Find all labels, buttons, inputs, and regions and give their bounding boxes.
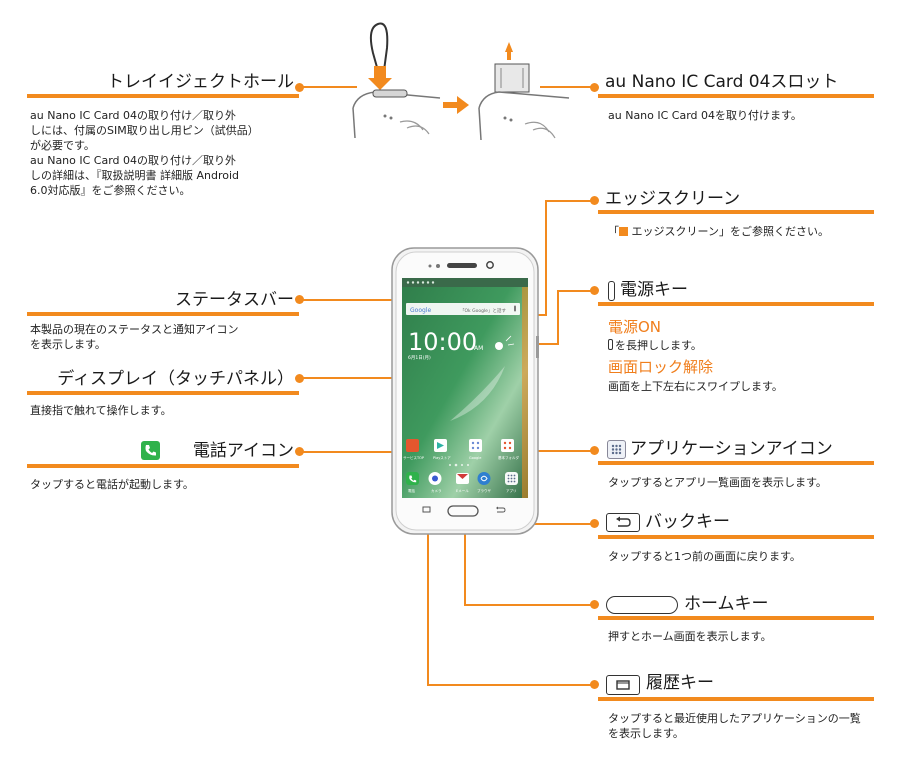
power-on-desc: を長押しします。	[608, 338, 878, 353]
leader-line	[557, 290, 559, 345]
leader-line	[536, 343, 559, 345]
power-key-title: 電源キー	[620, 280, 688, 300]
leader-line	[520, 450, 592, 452]
app-label: Google	[469, 456, 481, 460]
leader-line	[464, 520, 466, 606]
date: 6月1日(月)	[408, 355, 431, 361]
status-bar-desc: 本製品の現在のステータスと通知アイコン を表示します。	[30, 323, 239, 351]
section-bar	[598, 210, 874, 214]
recent-key-title: 履歴キー	[646, 673, 714, 693]
power-key-icon	[608, 281, 615, 301]
leader-line	[302, 451, 405, 453]
edge-screen-desc: 「 エッジスクリーン」をご参照ください。	[608, 225, 829, 238]
callout-dot	[590, 286, 599, 295]
back-key-title: バックキー	[645, 512, 730, 532]
leader-line	[502, 523, 592, 525]
nano-slot-title: au Nano IC Card 04スロット	[605, 72, 839, 92]
leader-line	[557, 290, 593, 292]
leader-line	[302, 299, 405, 301]
recent-key-icon	[606, 675, 640, 695]
callout-dot	[295, 295, 304, 304]
tray-eject-title: トレイイジェクトホール	[107, 72, 294, 92]
home-key-title: ホームキー	[684, 594, 769, 614]
leader-line	[545, 200, 593, 202]
callout-dot	[295, 447, 304, 456]
display-desc: 直接指で触れて操作します。	[30, 404, 172, 417]
app-label: Playストア	[433, 455, 451, 460]
app-label: カメラ	[431, 488, 442, 493]
status-bar-title: ステータスバー	[175, 290, 294, 310]
display-title: ディスプレイ（タッチパネル）	[57, 369, 294, 389]
phone-app-icon	[141, 441, 160, 460]
section-bar	[598, 302, 874, 306]
clock-ampm: AM	[474, 345, 483, 352]
phone-icon-desc: タップすると電話が起動します。	[30, 478, 194, 491]
leader-line	[540, 86, 592, 88]
callout-dot	[590, 680, 599, 689]
app-label: 基本フォルダ	[498, 455, 519, 460]
section-bar	[598, 697, 874, 701]
callout-dot	[590, 600, 599, 609]
callout-dot	[590, 519, 599, 528]
callout-dot	[590, 83, 599, 92]
back-key-desc: タップすると1つ前の画面に戻ります。	[608, 550, 801, 563]
clock: 10:00	[408, 328, 477, 356]
leader-line	[302, 86, 357, 88]
search-brand: Google	[410, 307, 431, 314]
app-label: サービスTOP	[403, 455, 424, 460]
power-key-icon	[608, 339, 613, 350]
recent-key-desc: タップすると最近使用したアプリケーションの一覧 を表示します。	[608, 712, 861, 740]
home-key-icon	[606, 596, 678, 614]
leader-line	[302, 377, 452, 379]
phone-handset-icon	[145, 445, 156, 456]
callout-dot	[590, 196, 599, 205]
search-hint: 「Ok Google」と話す	[460, 307, 506, 314]
orange-square-icon	[619, 227, 628, 236]
callout-dot	[295, 374, 304, 383]
phone-illustration: Google 「Ok Google」と話す 10:00 AM 6月1日(月) サ…	[391, 247, 539, 535]
unlock-heading: 画面ロック解除	[608, 358, 714, 376]
section-bar	[27, 94, 299, 98]
app-icon-desc: タップするとアプリ一覧画面を表示します。	[608, 476, 827, 489]
section-bar	[598, 94, 874, 98]
leader-line	[427, 684, 592, 686]
app-label: Eメール	[456, 489, 469, 493]
app-icon-title: アプリケーションアイコン	[630, 439, 833, 459]
edge-screen-title: エッジスクリーン	[605, 189, 741, 209]
section-bar	[598, 616, 874, 620]
callout-dot	[295, 83, 304, 92]
section-bar	[27, 312, 299, 316]
callout-dot	[590, 446, 599, 455]
leader-line	[464, 604, 592, 606]
section-bar	[598, 535, 874, 539]
section-bar	[598, 461, 874, 465]
tray-eject-desc: au Nano IC Card 04の取り付け／取り外 しには、付属のSIM取り…	[30, 109, 259, 197]
right-arrow-icon	[443, 96, 469, 114]
section-bar	[27, 391, 299, 395]
home-key-desc: 押すとホーム画面を表示します。	[608, 630, 772, 643]
unlock-desc: 画面を上下左右にスワイプします。	[608, 380, 783, 393]
app-label: 電話	[408, 488, 416, 493]
phone-icon-title: 電話アイコン	[192, 441, 294, 461]
app-label: ブラウザ	[477, 488, 491, 493]
leader-line	[427, 520, 429, 686]
app-label: アプリ	[506, 488, 517, 493]
nano-slot-desc: au Nano IC Card 04を取り付けます。	[608, 109, 802, 122]
leader-line	[545, 200, 547, 316]
sim-pin-illustration	[352, 22, 441, 139]
app-grid-icon	[607, 440, 626, 459]
section-bar	[27, 464, 299, 468]
power-on-heading: 電源ON	[608, 318, 662, 336]
sim-tray-illustration	[478, 42, 570, 141]
back-key-icon	[606, 513, 640, 532]
